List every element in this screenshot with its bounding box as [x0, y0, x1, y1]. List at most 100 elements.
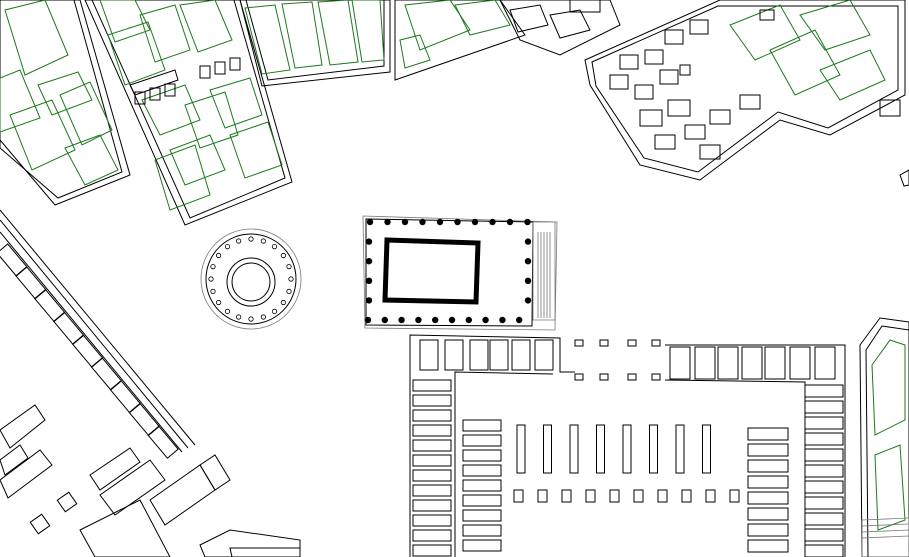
stoa-room [444, 339, 464, 371]
tholos-column [236, 238, 242, 244]
shop-room [412, 544, 452, 557]
shop-room [747, 507, 789, 521]
tholos-column [271, 308, 278, 314]
small-pier [633, 489, 644, 503]
shop-room [747, 443, 789, 457]
temple-column [436, 218, 444, 226]
shop-room [147, 425, 179, 459]
shop-room [412, 424, 452, 437]
tholos-column [210, 263, 216, 270]
tholos-column [280, 299, 286, 306]
shop-room [462, 494, 502, 507]
temple-column [524, 218, 531, 226]
stoa-room [511, 339, 531, 371]
shop-room [747, 459, 789, 473]
stoa-room [814, 346, 836, 380]
stoa-pier [627, 373, 637, 381]
temple-column [398, 316, 405, 324]
temple-column [381, 316, 388, 324]
colonnade-pier [569, 424, 579, 474]
shop-room [462, 539, 502, 552]
shop-room [804, 496, 844, 510]
small-pier [537, 489, 548, 503]
temple-column [415, 316, 422, 324]
shop-room [412, 529, 452, 542]
stoa-pier [627, 339, 637, 347]
shop-room [412, 499, 452, 512]
temple-column [384, 218, 391, 226]
shop-room [412, 394, 452, 407]
shop-room [804, 512, 844, 526]
colonnade-pier [516, 424, 526, 474]
stoa-room [534, 339, 554, 371]
tholos-column [236, 314, 242, 320]
shop-room [804, 544, 844, 557]
small-pier [729, 489, 740, 503]
shop-room [412, 484, 452, 497]
tholos-column [208, 276, 214, 282]
insula-north-central [84, 0, 293, 226]
temple-column [365, 258, 373, 265]
temple-column [516, 316, 523, 324]
shop-room [462, 524, 502, 537]
tholos-column [260, 314, 266, 320]
small-pier [705, 489, 716, 503]
temple-column [366, 218, 374, 226]
stoa-room [419, 339, 439, 371]
stoa-room [764, 346, 786, 380]
stoa-pier [574, 373, 584, 381]
shop-room [412, 379, 452, 392]
temple-column [524, 297, 532, 304]
agora-south [409, 334, 846, 557]
colonnade-pier [649, 424, 658, 474]
stoa-room [669, 346, 691, 380]
temple-column [454, 218, 461, 226]
tholos-icon[interactable] [200, 228, 302, 330]
insula-southeast [859, 317, 909, 557]
small-pier [561, 489, 572, 503]
temple-column [465, 316, 472, 324]
temple-icon[interactable] [362, 215, 558, 331]
shop-room [412, 514, 452, 527]
shop-room [804, 480, 844, 494]
shop-room [462, 434, 502, 447]
stoa-room [694, 346, 716, 380]
shop-room [747, 539, 789, 553]
small-pier [585, 489, 596, 503]
temple-column [364, 316, 372, 324]
shop-room [462, 449, 502, 462]
shop-room [462, 464, 502, 477]
tholos-column [216, 252, 222, 259]
tholos-column [280, 252, 286, 259]
stoa-pier [574, 339, 584, 347]
stoa-room [469, 339, 489, 371]
temple-column [401, 218, 409, 226]
small-pier [609, 489, 620, 503]
tholos-column [248, 316, 254, 322]
colonnade-pier [702, 424, 711, 474]
small-pier [513, 489, 524, 503]
tholos-column [210, 288, 216, 294]
temple-column [365, 297, 373, 304]
shop-room [747, 427, 789, 441]
stoa-room [741, 346, 763, 380]
stoa-room [489, 339, 509, 371]
temple-column [499, 316, 506, 324]
shop-room [412, 439, 452, 452]
shop-room [804, 432, 844, 446]
temple-column [524, 258, 532, 265]
temple-column [524, 238, 532, 245]
stoa-room [717, 346, 739, 380]
small-pier [681, 489, 692, 503]
tholos-column [271, 244, 278, 250]
shop-room [747, 523, 789, 537]
tholos-column [286, 263, 292, 270]
stoa-pier [599, 339, 609, 347]
shop-room [804, 400, 844, 414]
stoa-room [789, 346, 811, 380]
temple-column [448, 316, 456, 324]
temple-column [471, 218, 479, 226]
insula-west [0, 209, 301, 557]
tholos-column [260, 238, 266, 244]
